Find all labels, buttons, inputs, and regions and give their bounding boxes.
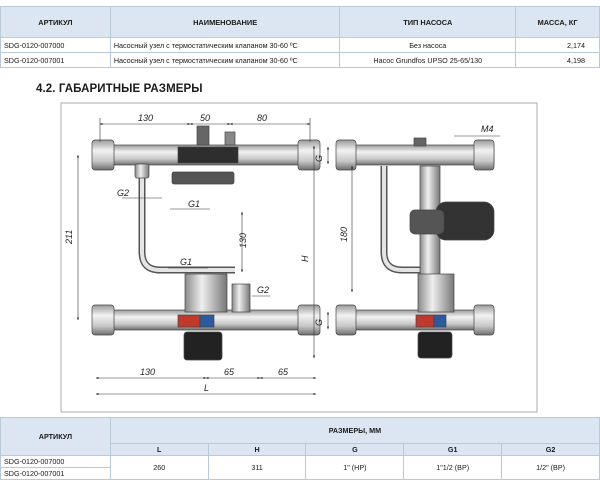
dim-130-vertical: 130 xyxy=(238,233,248,248)
table-row: SDG-0120-007000 Насосный узел с термоста… xyxy=(0,37,600,53)
cell-mass: 2,174 xyxy=(515,37,600,53)
dim-211: 211 xyxy=(64,230,74,245)
right-view xyxy=(335,137,495,359)
cell-L: 260 xyxy=(109,455,209,480)
side-fitting xyxy=(231,283,251,313)
dim-H: H xyxy=(300,255,310,262)
col-header-G: G xyxy=(305,443,405,456)
dim-L: L xyxy=(204,383,209,393)
col-header-article: АРТИКУЛ xyxy=(0,417,111,456)
dim-50: 50 xyxy=(200,113,210,123)
left-view xyxy=(91,125,321,361)
valve-body xyxy=(184,273,228,313)
pump-motor xyxy=(435,201,495,241)
sizes-table: АРТИКУЛ РАЗМЕРЫ, ММ L H G G1 G2 SDG-0120… xyxy=(0,417,600,480)
cell-G2: 1/2" (ВР) xyxy=(501,455,600,480)
bottom-left-nut xyxy=(91,304,115,336)
right-dimensions xyxy=(312,135,500,359)
red-accent xyxy=(177,314,201,328)
pump-housing xyxy=(409,209,445,235)
dimension-drawing: 130 50 80 G2 G1 211 130 G1 G2 130 65 65 … xyxy=(60,102,538,413)
thermometer-bar xyxy=(177,146,239,164)
cell-article: SDG-0120-007000 xyxy=(0,455,111,468)
top-fitting xyxy=(196,125,210,146)
cell-H: 311 xyxy=(207,455,307,480)
dim-m4: M4 xyxy=(481,124,494,134)
bypass-fitting-top xyxy=(134,163,150,179)
top-valve-body xyxy=(171,171,235,185)
dim-180: 180 xyxy=(339,227,349,242)
thermostat-handle xyxy=(183,331,223,361)
blue-accent xyxy=(199,314,215,328)
dim-130-bottom: 130 xyxy=(140,367,155,377)
col-header-G1: G1 xyxy=(403,443,503,456)
col-header-name: НАИМЕНОВАНИЕ xyxy=(109,6,341,38)
label-g2-lower: G2 xyxy=(257,285,269,295)
cell-mass: 4,198 xyxy=(515,52,600,68)
dim-65-a: 65 xyxy=(224,367,235,377)
drawing-frame xyxy=(60,102,538,413)
cell-article: SDG-0120-007001 xyxy=(0,52,111,68)
dim-80: 80 xyxy=(257,113,267,123)
air-vent xyxy=(224,131,236,146)
dim-130-top: 130 xyxy=(138,113,153,123)
col-header-pump-type: ТИП НАСОСА xyxy=(339,6,517,38)
cell-article: SDG-0120-007000 xyxy=(0,37,111,53)
cell-G1: 1"1/2 (ВР) xyxy=(403,455,503,480)
right-top-manifold xyxy=(341,144,495,166)
label-g1-lower: G1 xyxy=(180,257,192,267)
label-g-lower: G xyxy=(314,319,324,326)
col-header-G2: G2 xyxy=(501,443,600,456)
dim-65-b: 65 xyxy=(278,367,289,377)
group-header-sizes: РАЗМЕРЫ, ММ xyxy=(109,417,600,444)
label-g2-left: G2 xyxy=(117,188,129,198)
left-dimensions xyxy=(76,118,317,396)
cell-name: Насосный узел с термостатическим клапано… xyxy=(109,52,341,68)
cell-name: Насосный узел с термостатическим клапано… xyxy=(109,37,341,53)
cell-G: 1" (НР) xyxy=(305,455,405,480)
cell-pump-type: Без насоса xyxy=(339,37,517,53)
col-header-article: АРТИКУЛ xyxy=(0,6,111,38)
col-header-H: H xyxy=(207,443,307,456)
products-table: АРТИКУЛ НАИМЕНОВАНИЕ ТИП НАСОСА МАССА, К… xyxy=(0,6,600,68)
table-row: SDG-0120-007001 xyxy=(0,467,600,480)
cell-article: SDG-0120-007001 xyxy=(0,467,111,480)
section-title: 4.2. ГАБАРИТНЫЕ РАЗМЕРЫ xyxy=(36,83,203,95)
table-row: SDG-0120-007000 260 311 1" (НР) 1"1/2 (В… xyxy=(0,455,600,480)
label-g1-upper: G1 xyxy=(188,199,200,209)
top-left-nut xyxy=(91,139,115,171)
table-row: SDG-0120-007001 Насосный узел с термоста… xyxy=(0,52,600,68)
col-header-mass: МАССА, КГ xyxy=(515,6,600,38)
label-g-upper: G xyxy=(314,155,324,162)
cell-pump-type: Насос Grundfos UPSO 25-65/130 xyxy=(339,52,517,68)
col-header-L: L xyxy=(109,443,209,456)
